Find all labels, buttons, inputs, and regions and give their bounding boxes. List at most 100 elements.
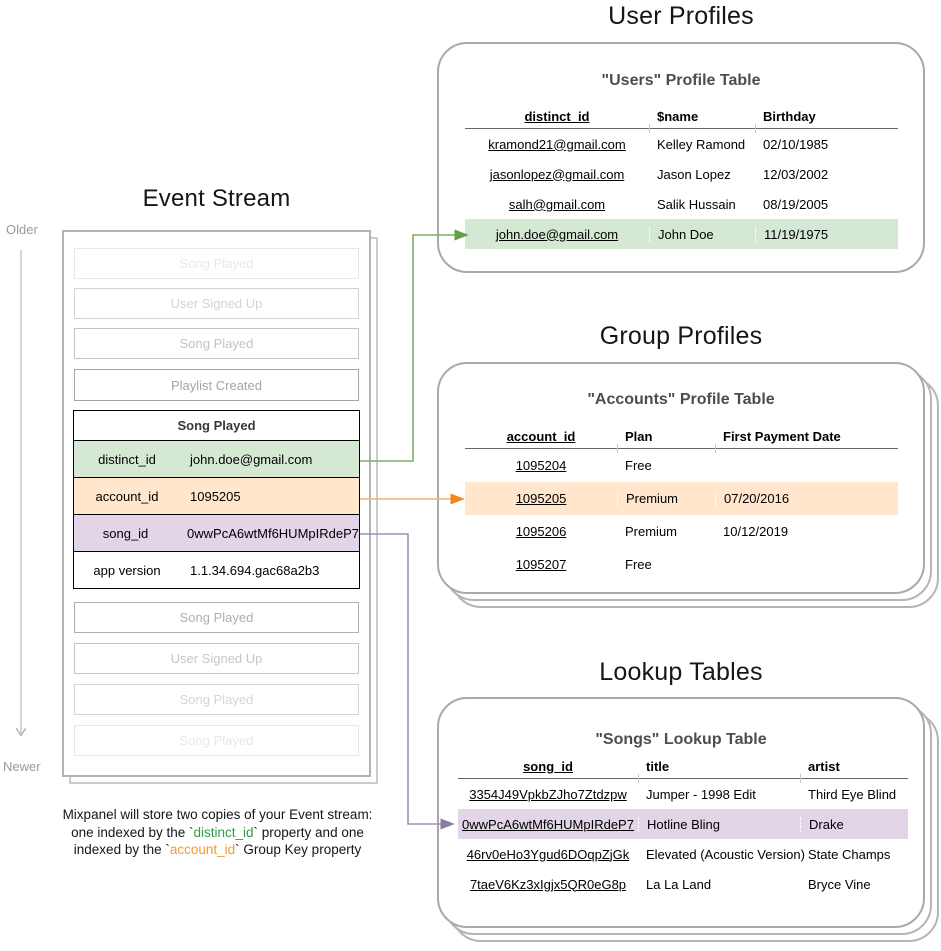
cell-artist: Third Eye Blind (808, 786, 897, 802)
event-box: User Signed Up (74, 288, 359, 319)
cell-title: La La Land (646, 876, 712, 892)
table-row: 7taeV6Kz3xIgjx5QR0eG8p La La Land Bryce … (458, 869, 908, 899)
property-key: song_id (102, 525, 149, 541)
cell-distinct-id: kramond21@gmail.com (488, 136, 626, 152)
cell-plan: Premium (625, 524, 678, 539)
cell-title: Hotline Bling (638, 816, 800, 832)
users-profile-table: distinct_id $name Birthday kramond21@gma… (465, 104, 898, 249)
group-profiles-title: Group Profiles (599, 322, 763, 350)
column-header: artist (808, 758, 840, 774)
caption-line: one indexed by the `distinct_id` propert… (71, 824, 364, 840)
cell-song-id: 46rv0eHo3Ygud6DOqpZjGk (466, 846, 630, 862)
property-value: john.doe@gmail.com (190, 451, 313, 467)
header-divider (465, 444, 898, 453)
lookup-tables-title: Lookup Tables (599, 658, 763, 686)
event-property-row: app version 1.1.34.694.gac68a2b3 (73, 552, 360, 589)
event-property-row: account_id 1095205 (73, 478, 360, 515)
table-header-row: account_id Plan First Payment Date (465, 424, 898, 448)
cell-plan: Premium (617, 491, 715, 506)
cell-first-payment: 07/20/2016 (715, 491, 898, 506)
event-box: User Signed Up (74, 643, 359, 674)
cell-song-id: 3354J49VpkbZJho7Ztdzpw (469, 786, 627, 802)
header-divider (458, 774, 908, 783)
event-box: Song Played (74, 684, 359, 715)
group-profiles-card (437, 362, 925, 594)
event-box: Playlist Created (74, 369, 359, 401)
cell-plan: Free (625, 458, 652, 473)
cell-account-id: 1095204 (515, 458, 567, 473)
cell-title: Elevated (Acoustic Version) (646, 846, 805, 862)
table-header-row: distinct_id $name Birthday (465, 104, 898, 128)
property-value: 1095205 (190, 488, 241, 504)
column-header: $name (657, 108, 699, 124)
column-header: title (646, 758, 670, 774)
cell-song-id: 7taeV6Kz3xIgjx5QR0eG8p (469, 876, 627, 892)
event-box: Song Played (74, 328, 359, 359)
cell-distinct-id: jasonlopez@gmail.com (489, 166, 625, 182)
table-row-highlighted-orange: 1095205 Premium 07/20/2016 (465, 482, 898, 515)
songs-table-title: "Songs" Lookup Table (595, 731, 767, 748)
cell-account-id: 1095207 (515, 557, 567, 572)
cell-song-id: 0wwPcA6wtMf6HUMpIRdeP7 (462, 816, 634, 832)
accounts-profile-table: account_id Plan First Payment Date 10952… (465, 424, 898, 581)
cell-distinct-id: salh@gmail.com (508, 196, 606, 212)
cell-artist: Drake (800, 816, 908, 832)
table-row-highlighted-green: john.doe@gmail.com John Doe 11/19/1975 (465, 219, 898, 249)
table-row-highlighted-purple: 0wwPcA6wtMf6HUMpIRdeP7 Hotline Bling Dra… (458, 809, 908, 839)
cell-name: John Doe (649, 226, 755, 242)
table-row: 46rv0eHo3Ygud6DOqpZjGk Elevated (Acousti… (458, 839, 908, 869)
table-row: jasonlopez@gmail.com Jason Lopez 12/03/2… (465, 159, 898, 189)
cell-distinct-id: john.doe@gmail.com (495, 226, 619, 242)
cell-name: Kelley Ramond (657, 136, 746, 152)
table-row: salh@gmail.com Salik Hussain 08/19/2005 (465, 189, 898, 219)
column-header: distinct_id (524, 108, 590, 124)
event-box: Song Played (74, 725, 359, 756)
event-property-row: song_id 0wwPcA6wtMf6HUMpIRdeP7 (73, 515, 360, 552)
table-row: 3354J49VpkbZJho7Ztdzpw Jumper - 1998 Edi… (458, 779, 908, 809)
cell-name: Jason Lopez (657, 166, 731, 182)
cell-title: Jumper - 1998 Edit (646, 786, 756, 802)
expanded-event-title: Song Played (73, 410, 360, 441)
accounts-table-title: "Accounts" Profile Table (587, 391, 775, 408)
cell-artist: State Champs (808, 846, 891, 862)
caption-line: Mixpanel will store two copies of your E… (62, 807, 373, 822)
cell-birthday: 08/19/2005 (763, 196, 829, 212)
property-value: 0wwPcA6wtMf6HUMpIRdeP7 (187, 525, 359, 541)
table-row: 1095204 Free (465, 449, 898, 482)
account-id-code: account_id (169, 842, 236, 857)
property-key: app version (93, 562, 161, 578)
users-table-title: "Users" Profile Table (601, 72, 761, 89)
property-value: 1.1.34.694.gac68a2b3 (190, 562, 320, 578)
column-header: First Payment Date (723, 428, 841, 444)
caption: Mixpanel will store two copies of your E… (25, 806, 410, 859)
cell-first-payment: 10/12/2019 (723, 524, 789, 539)
cell-birthday: 02/10/1985 (763, 136, 829, 152)
event-box: Song Played (74, 248, 359, 279)
user-profiles-title: User Profiles (608, 2, 754, 30)
header-divider (465, 124, 898, 133)
caption-line: indexed by the `account_id` Group Key pr… (73, 842, 362, 857)
event-property-row: distinct_id john.doe@gmail.com (73, 441, 360, 478)
table-row: kramond21@gmail.com Kelley Ramond 02/10/… (465, 129, 898, 159)
songs-lookup-table: song_id title artist 3354J49VpkbZJho7Ztd… (458, 754, 908, 899)
cell-birthday: 12/03/2002 (763, 166, 829, 182)
older-label: Older (6, 222, 38, 237)
table-row: 1095206 Premium 10/12/2019 (465, 515, 898, 548)
column-header: song_id (523, 758, 573, 774)
column-header: Plan (625, 428, 653, 444)
cell-account-id: 1095205 (515, 491, 567, 506)
cell-account-id: 1095206 (515, 524, 567, 539)
expanded-event-card: Song Played distinct_id john.doe@gmail.c… (73, 410, 360, 589)
newer-label: Newer (3, 759, 41, 774)
table-header-row: song_id title artist (458, 754, 908, 778)
event-stream-title: Event Stream (142, 185, 291, 212)
cell-plan: Free (625, 557, 652, 572)
cell-artist: Bryce Vine (808, 876, 871, 892)
column-header: Birthday (763, 108, 816, 124)
column-header: account_id (506, 428, 576, 444)
table-row: 1095207 Free (465, 548, 898, 581)
property-key: account_id (95, 488, 159, 504)
event-box: Song Played (74, 602, 359, 633)
cell-birthday: 11/19/1975 (755, 226, 898, 242)
